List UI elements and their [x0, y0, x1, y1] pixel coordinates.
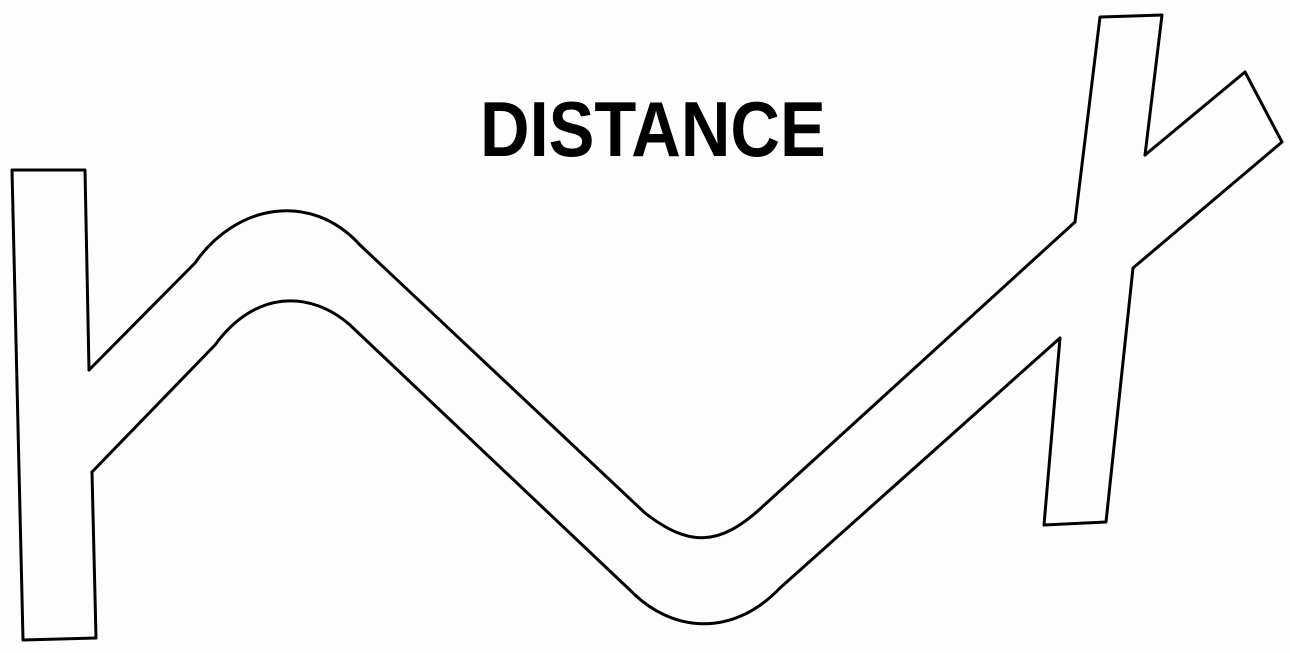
- right-end-bar: [1075, 15, 1162, 222]
- right-diagonal-arm: [1133, 72, 1282, 268]
- path-lower-edge: [92, 301, 1060, 624]
- left-start-bar: [12, 170, 96, 640]
- right-end-bar-lower: [1044, 268, 1133, 525]
- path-upper-edge: [89, 211, 1075, 538]
- diagram-title: DISTANCE: [480, 84, 814, 174]
